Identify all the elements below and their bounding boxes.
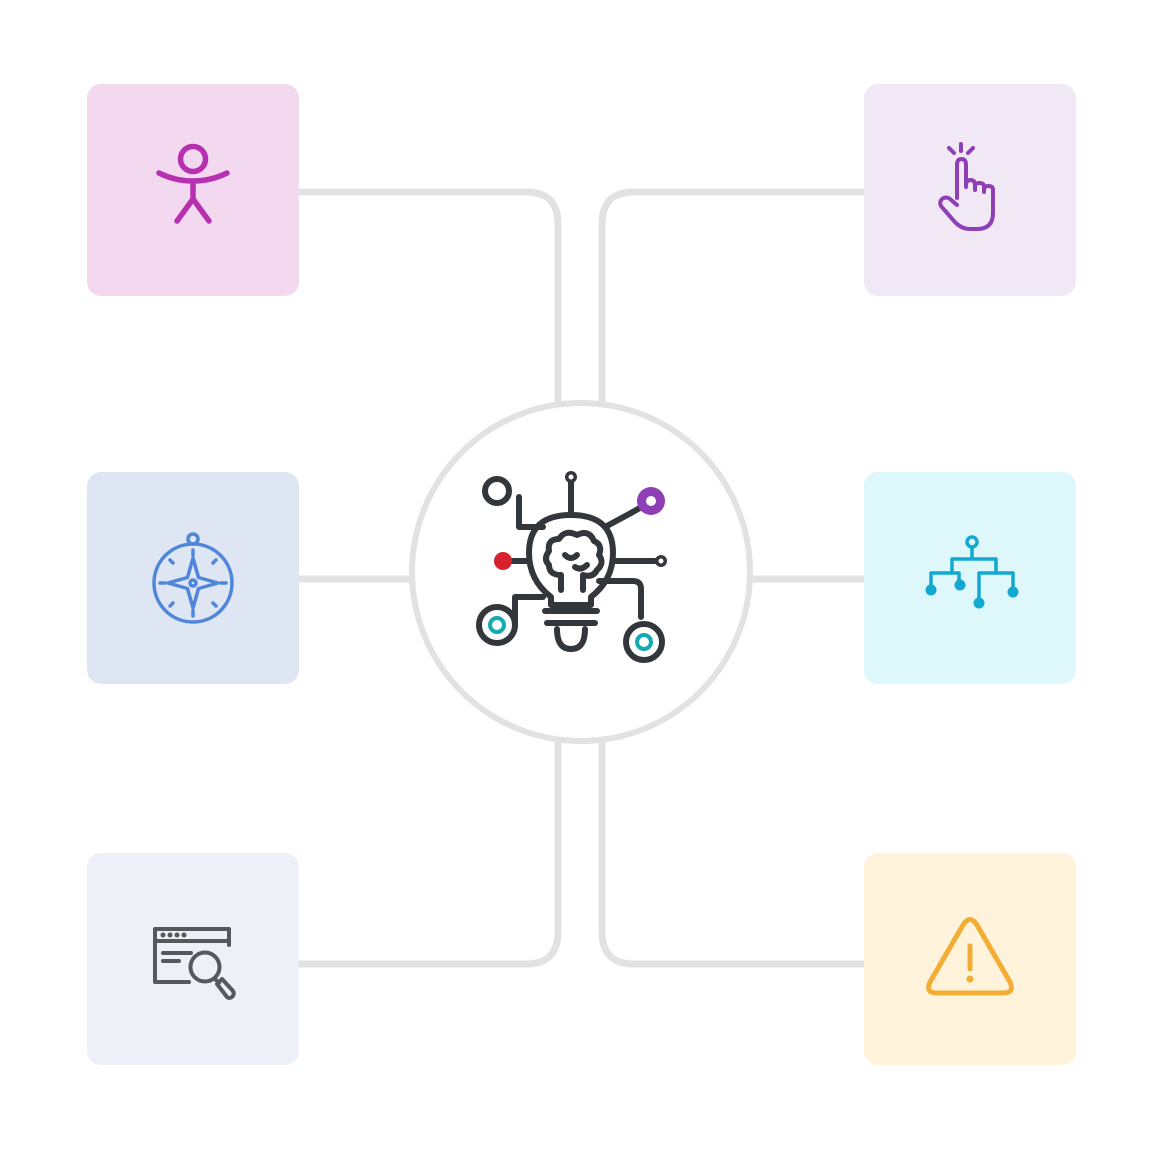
node-warning[interactable] (864, 853, 1076, 1065)
connector-bottom-left (294, 736, 562, 968)
connector-top-left (294, 188, 562, 408)
node-accessibility[interactable] (87, 84, 299, 296)
node-browser-search[interactable] (87, 853, 299, 1065)
node-compass[interactable] (87, 472, 299, 684)
browser-search-icon (153, 927, 236, 1000)
connector-top-right (598, 188, 869, 408)
sitemap-hierarchy-icon (925, 535, 1019, 609)
compass-icon (152, 532, 234, 624)
pointer-tap-hand-icon (938, 142, 995, 231)
node-sitemap[interactable] (864, 472, 1076, 684)
connector-bottom-right (598, 736, 869, 968)
accessibility-person-icon (156, 143, 230, 224)
node-pointer-tap[interactable] (864, 84, 1076, 296)
warning-triangle-icon (926, 917, 1014, 996)
central-hub[interactable] (409, 400, 753, 744)
lightbulb-brain-circuit-icon (476, 471, 667, 663)
